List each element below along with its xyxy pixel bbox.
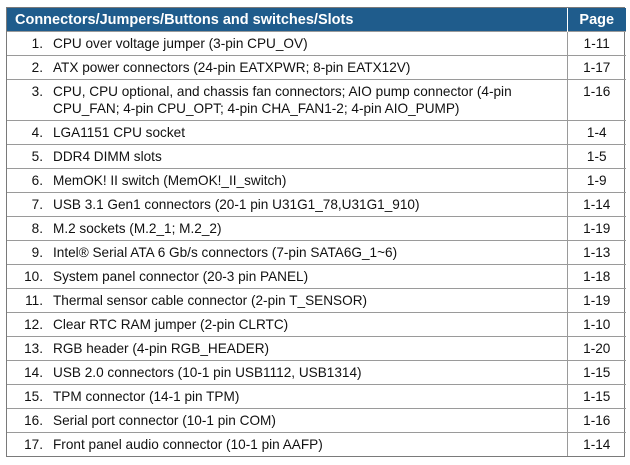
row-description: System panel connector (20-3 pin PANEL) bbox=[53, 269, 309, 284]
row-page: 1-9 bbox=[567, 168, 626, 193]
row-description-cell: 17. Front panel audio connector (10-1 pin… bbox=[7, 432, 568, 456]
row-description-cell: 4. LGA1151 CPU socket bbox=[7, 120, 568, 145]
row-description-cell: 6. MemOK! II switch (MemOK!_II_switch) bbox=[7, 168, 568, 193]
table-row: 11. Thermal sensor cable connector (2-pin… bbox=[7, 288, 626, 313]
row-description: Thermal sensor cable connector (2-pin T_… bbox=[53, 293, 368, 308]
row-number: 9. bbox=[31, 245, 43, 260]
table-row: 6. MemOK! II switch (MemOK!_II_switch) 1-… bbox=[7, 168, 626, 193]
row-number: 6. bbox=[31, 173, 43, 188]
row-page: 1-15 bbox=[567, 360, 626, 385]
row-page: 1-14 bbox=[567, 432, 626, 456]
row-description-cell: 3. CPU, CPU optional, and chassis fan con… bbox=[7, 79, 568, 121]
row-description-cell: 8. M.2 sockets (M.2_1; M.2_2) bbox=[7, 216, 568, 241]
row-description-cell: 2. ATX power connectors (24-pin EATXPWR; … bbox=[7, 55, 568, 80]
row-description-cell: 10. System panel connector (20-3 pin PANE… bbox=[7, 264, 568, 289]
row-number: 17. bbox=[24, 437, 43, 452]
row-description: Serial port connector (10-1 pin COM) bbox=[53, 413, 276, 428]
row-description-cell: 9. Intel® Serial ATA 6 Gb/s connectors (7… bbox=[7, 240, 568, 265]
row-number: 13. bbox=[24, 341, 43, 356]
row-description-cell: 15. TPM connector (14-1 pin TPM) bbox=[7, 384, 568, 409]
row-page: 1-17 bbox=[567, 55, 626, 80]
row-page: 1-18 bbox=[567, 264, 626, 289]
table-row: 14. USB 2.0 connectors (10-1 pin USB1112,… bbox=[7, 360, 626, 385]
table-row: 10. System panel connector (20-3 pin PANE… bbox=[7, 264, 626, 289]
row-number: 3. bbox=[31, 84, 43, 99]
row-number: 10. bbox=[24, 269, 43, 284]
header-row: Connectors/Jumpers/Buttons and switches/… bbox=[7, 8, 626, 32]
row-description-cell: 1. CPU over voltage jumper (3-pin CPU_OV) bbox=[7, 31, 568, 56]
row-description-cell: 5. DDR4 DIMM slots bbox=[7, 144, 568, 169]
header-page: Page bbox=[567, 8, 626, 32]
row-page: 1-14 bbox=[567, 192, 626, 217]
row-description: LGA1151 CPU socket bbox=[53, 125, 185, 140]
table-row: 17. Front panel audio connector (10-1 pin… bbox=[7, 432, 626, 456]
table-row: 15. TPM connector (14-1 pin TPM) 1-15 bbox=[7, 384, 626, 409]
row-number: 16. bbox=[24, 413, 43, 428]
row-description: M.2 sockets (M.2_1; M.2_2) bbox=[53, 221, 222, 236]
row-description-cell: 16. Serial port connector (10-1 pin COM) bbox=[7, 408, 568, 433]
connectors-table: Connectors/Jumpers/Buttons and switches/… bbox=[7, 8, 626, 456]
row-description: Intel® Serial ATA 6 Gb/s connectors (7-p… bbox=[53, 245, 398, 260]
row-number: 2. bbox=[31, 60, 43, 75]
row-page: 1-19 bbox=[567, 216, 626, 241]
table-row: 12. Clear RTC RAM jumper (2-pin CLRTC) 1-… bbox=[7, 312, 626, 337]
table-row: 8. M.2 sockets (M.2_1; M.2_2) 1-19 bbox=[7, 216, 626, 241]
row-page: 1-13 bbox=[567, 240, 626, 265]
table-header: Connectors/Jumpers/Buttons and switches/… bbox=[7, 8, 626, 32]
row-number: 12. bbox=[24, 317, 43, 332]
table-row: 16.Serial port connector (10-1 pin COM) … bbox=[7, 408, 626, 433]
connectors-table-container: Connectors/Jumpers/Buttons and switches/… bbox=[6, 7, 626, 457]
row-description: DDR4 DIMM slots bbox=[53, 149, 162, 164]
row-description: MemOK! II switch (MemOK!_II_switch) bbox=[53, 173, 287, 188]
table-row: 7. USB 3.1 Gen1 connectors (20-1 pin U31G… bbox=[7, 192, 626, 217]
row-description: TPM connector (14-1 pin TPM) bbox=[53, 389, 240, 404]
row-page: 1-16 bbox=[567, 408, 626, 433]
table-row: 1. CPU over voltage jumper (3-pin CPU_OV)… bbox=[7, 31, 626, 56]
row-description-cell: 14. USB 2.0 connectors (10-1 pin USB1112,… bbox=[7, 360, 568, 385]
table-row: 2. ATX power connectors (24-pin EATXPWR; … bbox=[7, 55, 626, 80]
row-description: RGB header (4-pin RGB_HEADER) bbox=[53, 341, 270, 356]
table-row: 13. RGB header (4-pin RGB_HEADER) 1-20 bbox=[7, 336, 626, 361]
row-page: 1-16 bbox=[567, 79, 626, 121]
row-number: 4. bbox=[31, 125, 43, 140]
table-row: 4. LGA1151 CPU socket 1-4 bbox=[7, 120, 626, 145]
row-description: USB 2.0 connectors (10-1 pin USB1112, US… bbox=[53, 365, 362, 380]
row-description: Front panel audio connector (10-1 pin AA… bbox=[53, 437, 323, 452]
row-description-cell: 7. USB 3.1 Gen1 connectors (20-1 pin U31G… bbox=[7, 192, 568, 217]
row-description: ATX power connectors (24-pin EATXPWR; 8-… bbox=[53, 60, 411, 75]
row-number: 7. bbox=[31, 197, 43, 212]
row-page: 1-15 bbox=[567, 384, 626, 409]
row-number: 5. bbox=[31, 149, 43, 164]
row-number: 14. bbox=[24, 365, 43, 380]
header-description: Connectors/Jumpers/Buttons and switches/… bbox=[7, 8, 568, 32]
row-description-cell: 11. Thermal sensor cable connector (2-pin… bbox=[7, 288, 568, 313]
row-description-cell: 13. RGB header (4-pin RGB_HEADER) bbox=[7, 336, 568, 361]
row-page: 1-4 bbox=[567, 120, 626, 145]
row-description: USB 3.1 Gen1 connectors (20-1 pin U31G1_… bbox=[53, 197, 420, 212]
table-row: 9. Intel® Serial ATA 6 Gb/s connectors (7… bbox=[7, 240, 626, 265]
row-description: CPU, CPU optional, and chassis fan conne… bbox=[53, 84, 512, 116]
row-description-cell: 12. Clear RTC RAM jumper (2-pin CLRTC) bbox=[7, 312, 568, 337]
row-number: 1. bbox=[31, 36, 43, 51]
row-page: 1-10 bbox=[567, 312, 626, 337]
table-row: 3. CPU, CPU optional, and chassis fan con… bbox=[7, 79, 626, 121]
row-page: 1-5 bbox=[567, 144, 626, 169]
row-description: Clear RTC RAM jumper (2-pin CLRTC) bbox=[53, 317, 289, 332]
table-row: 5. DDR4 DIMM slots 1-5 bbox=[7, 144, 626, 169]
row-page: 1-20 bbox=[567, 336, 626, 361]
row-number: 8. bbox=[31, 221, 43, 236]
table-body: 1. CPU over voltage jumper (3-pin CPU_OV)… bbox=[7, 31, 626, 456]
row-number: 11. bbox=[25, 293, 43, 308]
row-page: 1-11 bbox=[567, 31, 626, 56]
row-page: 1-19 bbox=[567, 288, 626, 313]
row-description: CPU over voltage jumper (3-pin CPU_OV) bbox=[53, 36, 308, 51]
row-number: 15. bbox=[24, 389, 43, 404]
